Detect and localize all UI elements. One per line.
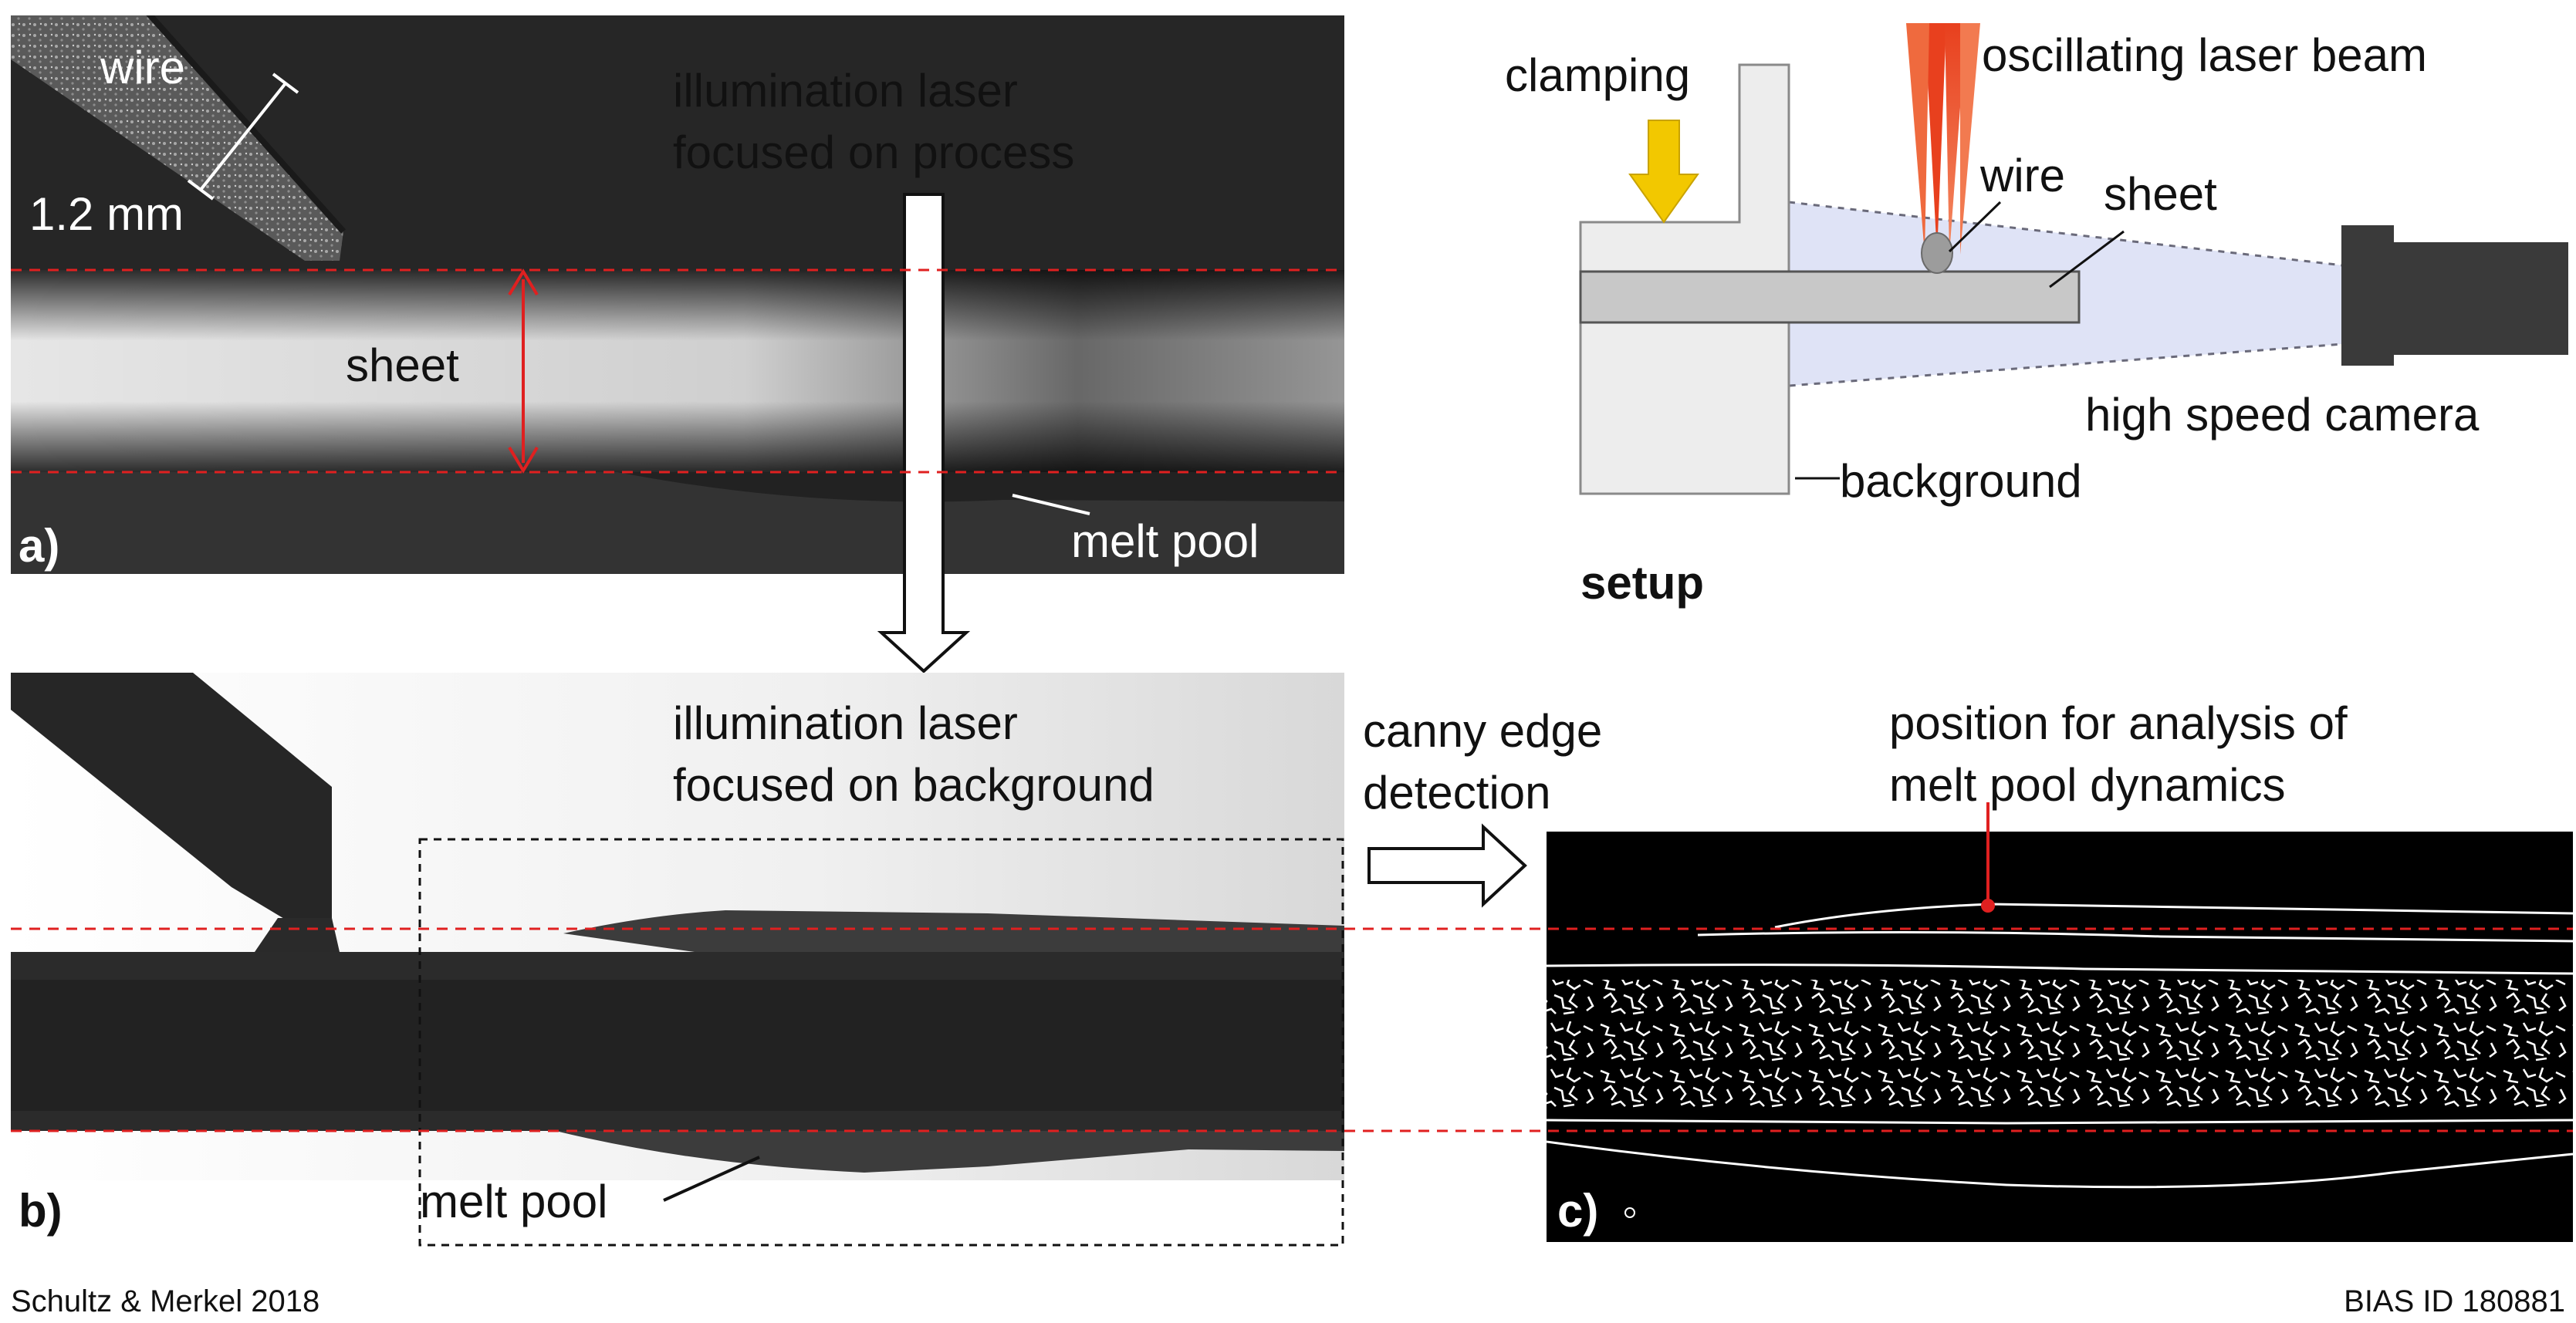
down-arrow-line2: focused on process [673, 127, 1074, 178]
panel-a-wire-edge [146, 15, 346, 234]
panel-b-caption-line2: focused on background [673, 759, 1154, 811]
panel-c-edge-melt-bottom [1547, 1140, 2573, 1189]
panel-c-edge-texture [1547, 980, 2573, 1109]
laser-beam-icon [1906, 23, 1980, 255]
setup-schematic: clamping oscillating laser beam wire she… [1505, 23, 2568, 609]
setup-wire-icon [1921, 232, 1953, 274]
panel-a-melt-pool-label: melt pool [1071, 515, 1259, 567]
down-arrow-shape [877, 193, 971, 673]
panel-a-wire-label: wire [100, 42, 185, 93]
setup-wire-label: wire [1979, 150, 2065, 201]
wire-diameter-tick-bottom [187, 179, 215, 201]
right-arrow-line1: canny edge [1363, 705, 1602, 757]
sheet-thickness-arrowhead-top [508, 268, 539, 296]
panel-c-label: c) [1557, 1185, 1598, 1237]
panel-b-roi-box [418, 838, 1344, 1247]
panel-a-melt-pool-leader [1012, 494, 1090, 515]
wire-leader [1948, 201, 2002, 253]
panel-a-melt-pool-shade [617, 472, 1344, 502]
right-arrow: canny edge detection [1363, 705, 1602, 908]
wire-diameter-tick-top [272, 73, 299, 94]
panel-b-sheet-band [11, 980, 1344, 1111]
high-speed-camera-icon [2341, 225, 2568, 366]
panel-c-edge-melt-top-inner [1697, 930, 2573, 943]
sheet-thickness-arrowhead-bottom [508, 446, 539, 474]
panel-a-wire-diameter: 1.2 mm [29, 188, 184, 240]
setup-sheet-label: sheet [2104, 168, 2217, 220]
setup-background-label: background [1840, 455, 2082, 507]
right-arrow-shape [1367, 823, 1527, 908]
analysis-position-dot [1981, 899, 1995, 913]
setup-title: setup [1580, 557, 1704, 609]
wire-diameter-dimension [199, 82, 287, 191]
panel-a: wire 1.2 mm sheet melt pool a) [11, 15, 1344, 574]
panel-b-melt-pool-leader [663, 1156, 760, 1202]
panel-b-melt-pool-label: melt pool [420, 1176, 607, 1227]
footer-left: Schultz & Merkel 2018 [11, 1284, 319, 1318]
panel-c-caption-line2: melt pool dynamics [1889, 759, 2286, 811]
panel-b-caption-line1: illumination laser [673, 697, 1018, 749]
panel-c: position for analysis of melt pool dynam… [1547, 697, 2573, 1242]
panel-c-edge-sheet-top [1547, 964, 2573, 975]
guide-lines [11, 268, 2573, 1132]
setup-sheet [1579, 270, 2081, 324]
panel-c-small-marker [1624, 1207, 1635, 1218]
setup-laser-beam-label: oscillating laser beam [1982, 29, 2427, 81]
right-arrow-line2: detection [1363, 767, 1551, 818]
setup-clamping-label: clamping [1505, 49, 1690, 101]
setup-camera-label: high speed camera [2085, 389, 2480, 440]
down-arrow-line1: illumination laser [673, 65, 1018, 116]
panel-c-caption-line1: position for analysis of [1889, 697, 2348, 749]
panel-b-label: b) [19, 1185, 63, 1237]
footer-right: BIAS ID 180881 [2344, 1284, 2565, 1318]
panel-b-wire-shadow [11, 673, 332, 933]
panel-a-sheet-fade [11, 270, 1344, 472]
panel-a-label: a) [19, 520, 59, 572]
panel-b: melt pool illumination laser focused on … [11, 673, 1344, 1247]
panel-a-wire [11, 15, 343, 261]
clamping-arrow-icon [1628, 120, 1699, 224]
panel-b-melt-pool-bottom [556, 1131, 1344, 1173]
panel-b-melt-pool-top [563, 910, 1344, 952]
sheet-leader [2049, 230, 2125, 289]
panel-c-edge-sheet-bottom [1547, 1119, 2573, 1125]
panel-a-sheet-label: sheet [346, 339, 459, 391]
panel-b-wire-contact [255, 918, 340, 952]
down-arrow: illumination laser focused on process [673, 65, 1074, 673]
